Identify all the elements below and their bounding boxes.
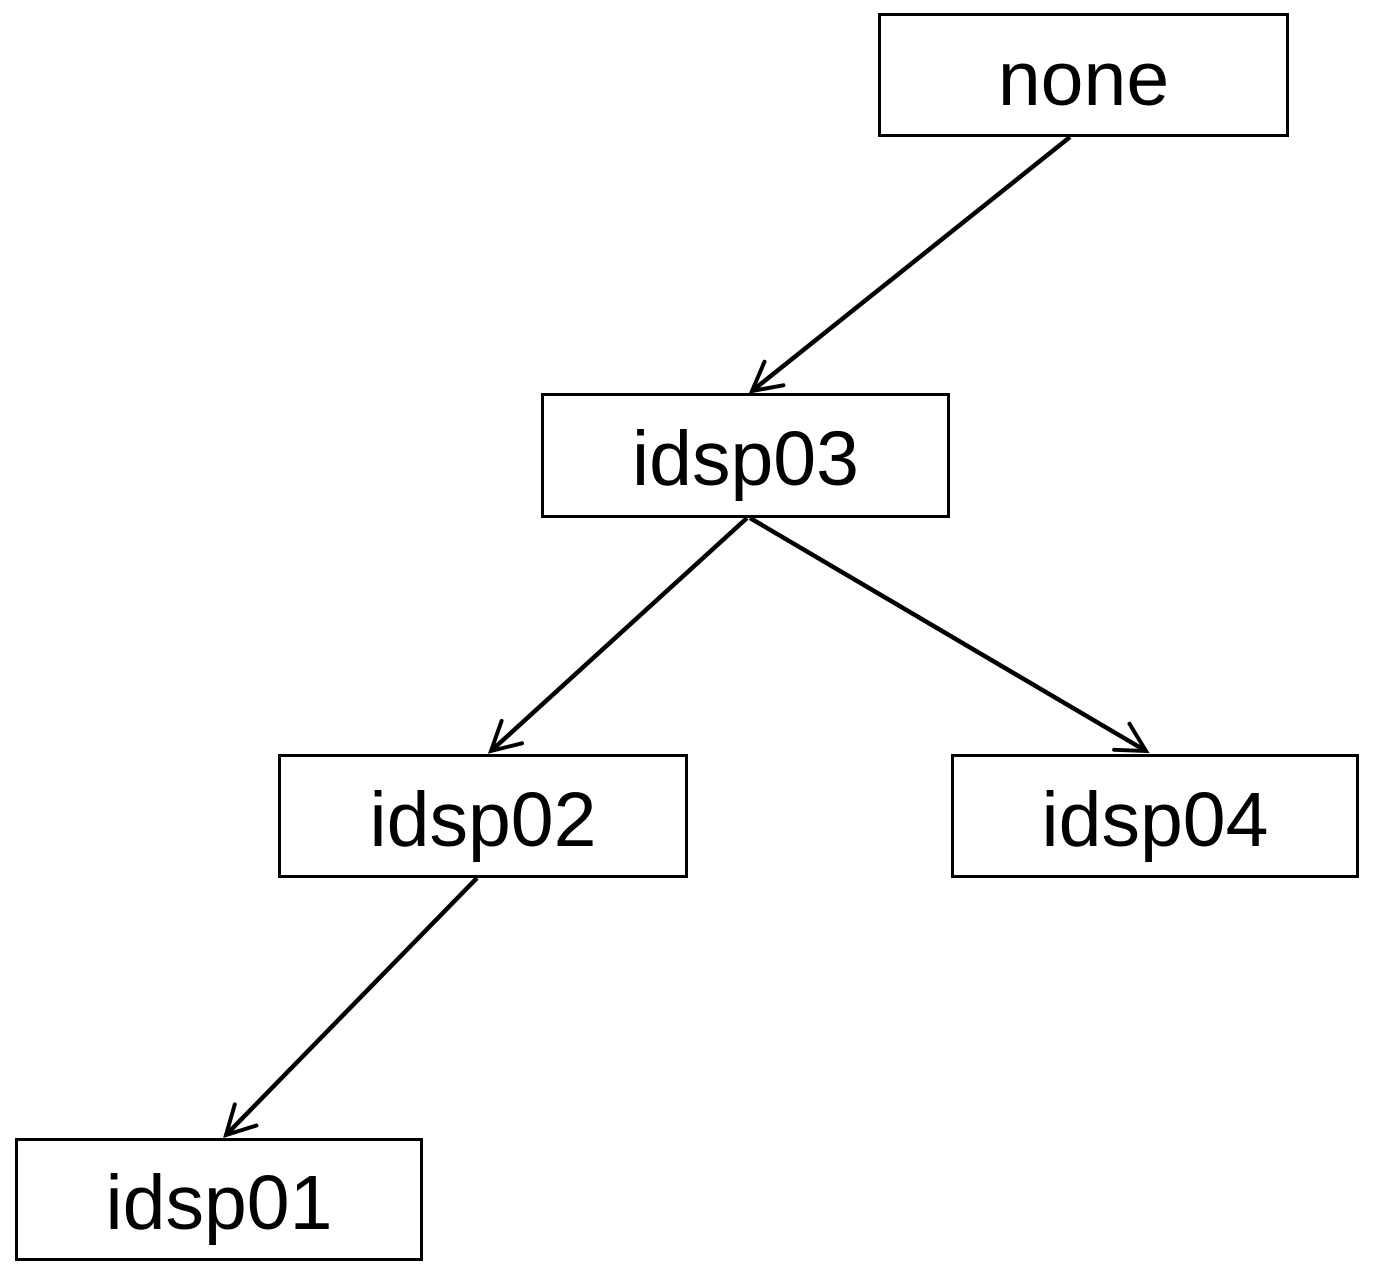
node-idsp04: idsp04 [951,754,1359,878]
edge-arrow-idsp03-to-idsp04 [748,516,1150,754]
node-idsp03-label: idsp03 [632,416,859,502]
edge-arrow-idsp03-to-idsp02 [487,516,749,754]
node-none-label: none [997,35,1170,122]
node-idsp02: idsp02 [278,754,688,878]
node-idsp01-label: idsp01 [105,1160,333,1246]
node-idsp02-label: idsp02 [369,776,597,863]
edge-arrow-idsp02-to-idsp01 [223,876,479,1138]
node-idsp01: idsp01 [15,1138,423,1261]
edge-arrow-none-to-idsp03 [748,135,1072,394]
node-idsp04-label: idsp04 [1041,776,1269,863]
node-none: none [878,13,1289,137]
node-idsp03: idsp03 [541,393,950,518]
